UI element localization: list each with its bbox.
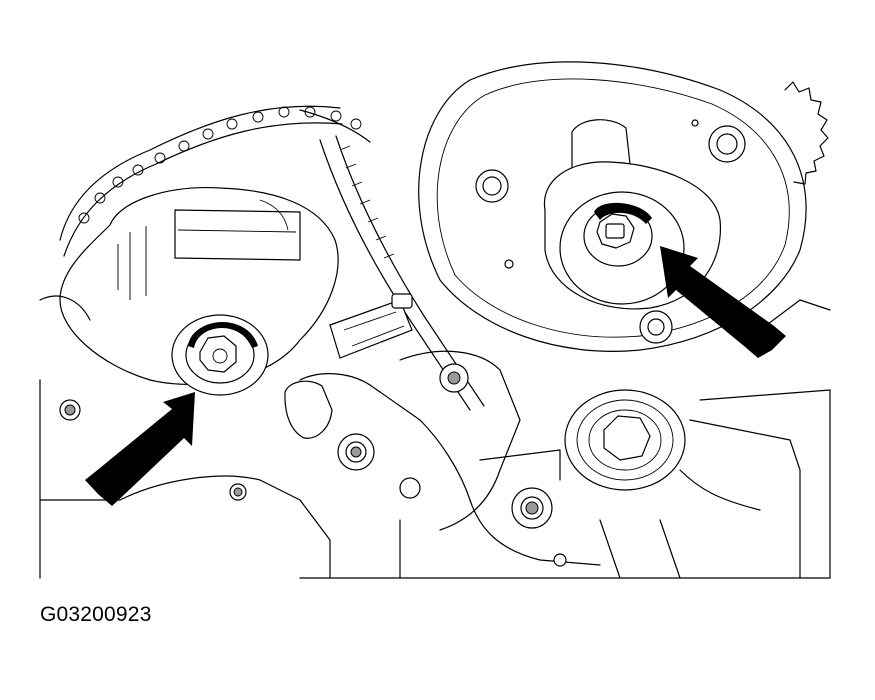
left-crankshaft-sprocket xyxy=(59,187,339,385)
left-arrow-icon xyxy=(85,392,195,506)
figure-id-label: G03200923 xyxy=(40,603,152,626)
left-crankshaft-hub xyxy=(171,314,269,396)
right-camshaft-sprocket xyxy=(418,61,829,352)
right-arrow-icon xyxy=(660,246,786,358)
engine-block xyxy=(39,293,831,579)
